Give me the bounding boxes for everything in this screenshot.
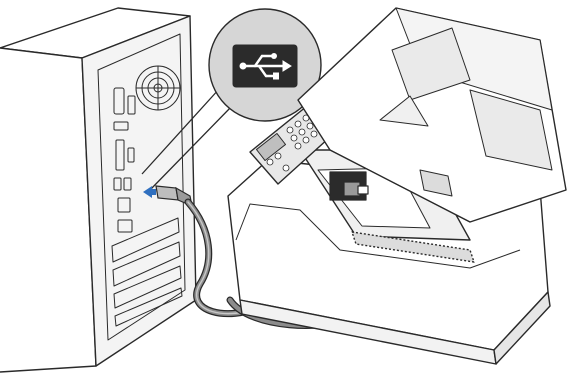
usb-port-printer [330,172,368,200]
fan-grille [136,66,180,110]
